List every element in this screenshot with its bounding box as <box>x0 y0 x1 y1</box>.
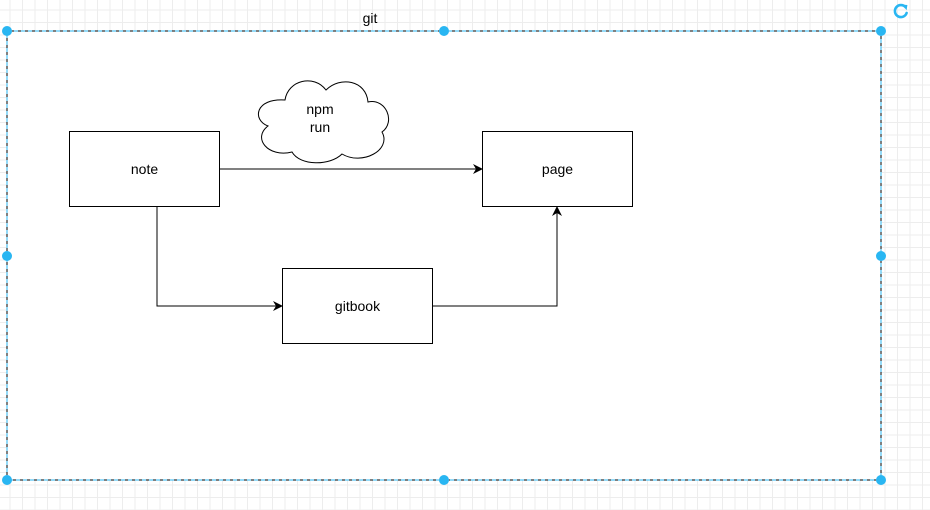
node-note[interactable]: note <box>69 131 220 207</box>
node-page-label: page <box>541 161 574 177</box>
resize-handle-top[interactable] <box>439 26 449 36</box>
edge-note-to-gitbook[interactable] <box>156 207 283 311</box>
node-page[interactable]: page <box>482 131 633 207</box>
cloud-label-line2: run <box>309 119 331 135</box>
git-container[interactable] <box>6 30 882 481</box>
resize-handle-bottom-left[interactable] <box>2 475 12 485</box>
resize-handle-top-right[interactable] <box>876 26 886 36</box>
resize-handle-left[interactable] <box>2 251 12 261</box>
edge-gitbook-to-page[interactable] <box>432 206 562 307</box>
node-gitbook-label: gitbook <box>334 298 381 314</box>
container-label: git <box>362 10 378 26</box>
node-gitbook[interactable]: gitbook <box>282 268 433 344</box>
resize-handle-right[interactable] <box>876 251 886 261</box>
resize-handle-bottom-right[interactable] <box>876 475 886 485</box>
rotate-icon[interactable] <box>892 2 910 20</box>
resize-handle-top-left[interactable] <box>2 26 12 36</box>
resize-handle-bottom[interactable] <box>439 475 449 485</box>
npm-run-cloud[interactable] <box>258 80 389 164</box>
node-note-label: note <box>130 161 159 177</box>
cloud-label-line1: npm <box>306 101 334 117</box>
cloud-label: npm run <box>282 100 358 136</box>
